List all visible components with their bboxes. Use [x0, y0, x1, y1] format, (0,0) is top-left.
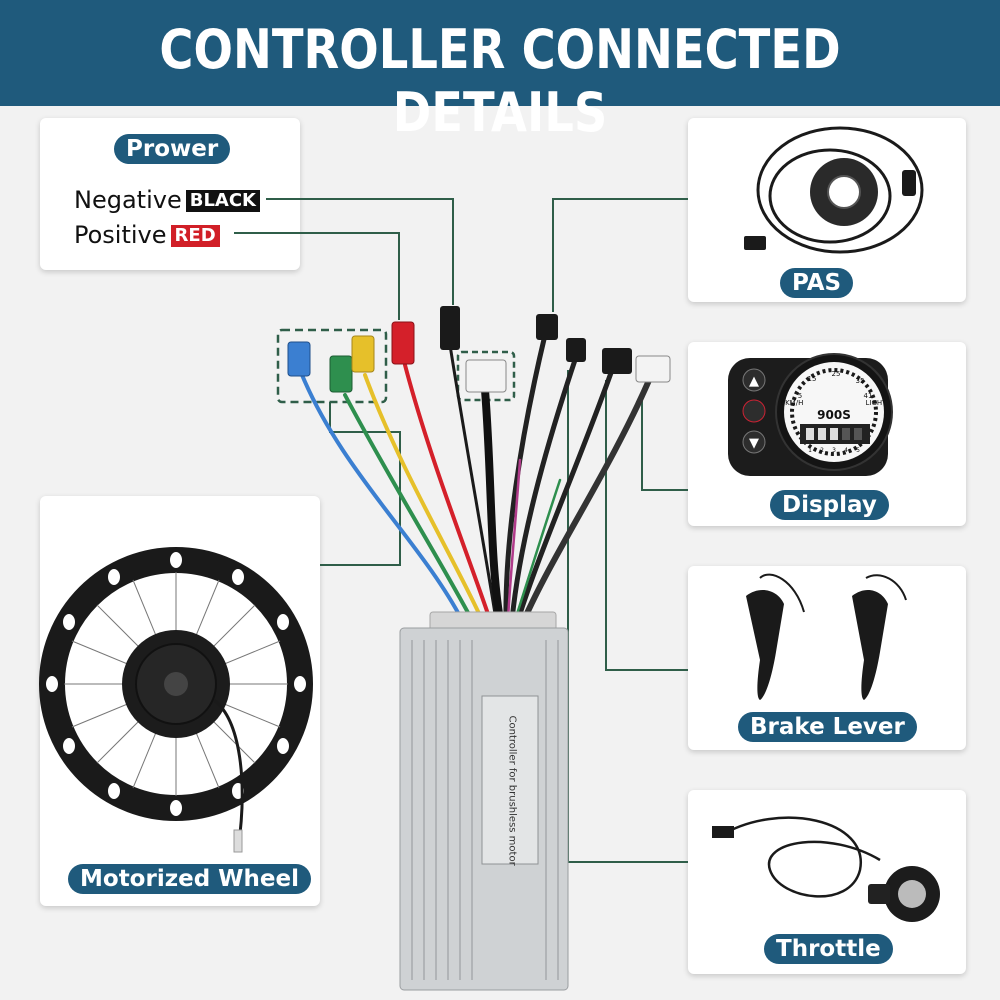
- leader-brake: [605, 380, 688, 671]
- connector-brake-b: [602, 348, 632, 374]
- wire-brake-b: [515, 367, 615, 623]
- wire-display: [521, 375, 653, 623]
- wheel-label: Motorized Wheel: [68, 864, 311, 894]
- display-left-label: 6KM/H: [781, 399, 804, 407]
- connector-black: [440, 306, 460, 350]
- display-label: Display: [770, 490, 889, 520]
- wire-black: [448, 343, 498, 622]
- connector-blue: [287, 341, 311, 377]
- wire-red: [403, 363, 492, 622]
- wires: [298, 332, 653, 624]
- leader-display: [641, 400, 688, 491]
- leader-negative: [266, 198, 454, 305]
- display-device: ▲ ▼ 900S 6KM/H LIGHT 5 15 25 35 41 1 2 3…: [728, 353, 893, 476]
- brake-label: Brake Lever: [738, 712, 917, 742]
- gauge-number: 15: [808, 375, 817, 383]
- negative-text: Negative: [74, 186, 182, 214]
- negative-tag: BLACK: [185, 190, 260, 212]
- wheel-device: [39, 547, 313, 853]
- leader-pas: [552, 198, 688, 312]
- wire-purple: [506, 458, 522, 622]
- positive-text: Positive: [74, 221, 167, 249]
- positive-tag: RED: [170, 225, 220, 247]
- svg-text:▼: ▼: [749, 436, 759, 451]
- connectors: [287, 306, 671, 393]
- connector-hall: [465, 359, 507, 393]
- connector-brake-a: [566, 338, 586, 362]
- power-label: Prower: [114, 134, 231, 164]
- leader-wheel: [320, 402, 401, 566]
- wire-pas: [503, 332, 548, 623]
- controller-label-text: Controller for brushless motor: [506, 715, 518, 866]
- gauge-number: 41: [864, 392, 873, 400]
- connector-yellow: [351, 335, 375, 373]
- pas-device: [744, 126, 924, 254]
- pas-label: PAS: [780, 268, 854, 298]
- controller-fins: [411, 640, 559, 980]
- leader-positive: [234, 232, 400, 320]
- throttle-device: [712, 816, 940, 922]
- controller-label-plate: [481, 695, 539, 865]
- wire-yellow: [363, 373, 484, 622]
- wire-green: [343, 393, 474, 622]
- wire-blue: [298, 368, 464, 622]
- connector-pas: [536, 314, 558, 340]
- level-number: 1: [808, 447, 812, 454]
- controller-box: [399, 611, 569, 991]
- gauge-number: 35: [856, 377, 865, 385]
- wire-hall: [481, 386, 504, 624]
- gauge-number: 5: [798, 392, 802, 400]
- brake-device: [746, 573, 907, 700]
- throttle-label: Throttle: [764, 934, 893, 964]
- connector-red: [391, 321, 415, 365]
- level-number: 5: [856, 447, 860, 454]
- display-right-label: LIGHT: [866, 399, 888, 407]
- rim-holes: [46, 552, 306, 816]
- header-banner: CONTROLLER CONNECTED DETAILS: [0, 0, 1000, 144]
- display-model: 900S: [817, 408, 851, 422]
- svg-text:▲: ▲: [749, 374, 759, 389]
- level-number: 4: [844, 447, 848, 454]
- gauge-number: 25: [832, 370, 841, 378]
- connector-green: [329, 355, 353, 393]
- page-title: CONTROLLER CONNECTED DETAILS: [159, 18, 841, 144]
- wire-brake-a: [509, 357, 578, 623]
- wire-green-2: [513, 478, 562, 622]
- level-number: 3: [832, 447, 836, 454]
- level-number: 2: [820, 447, 824, 454]
- connector-display: [635, 355, 671, 383]
- motor-connectors-box: [276, 328, 388, 404]
